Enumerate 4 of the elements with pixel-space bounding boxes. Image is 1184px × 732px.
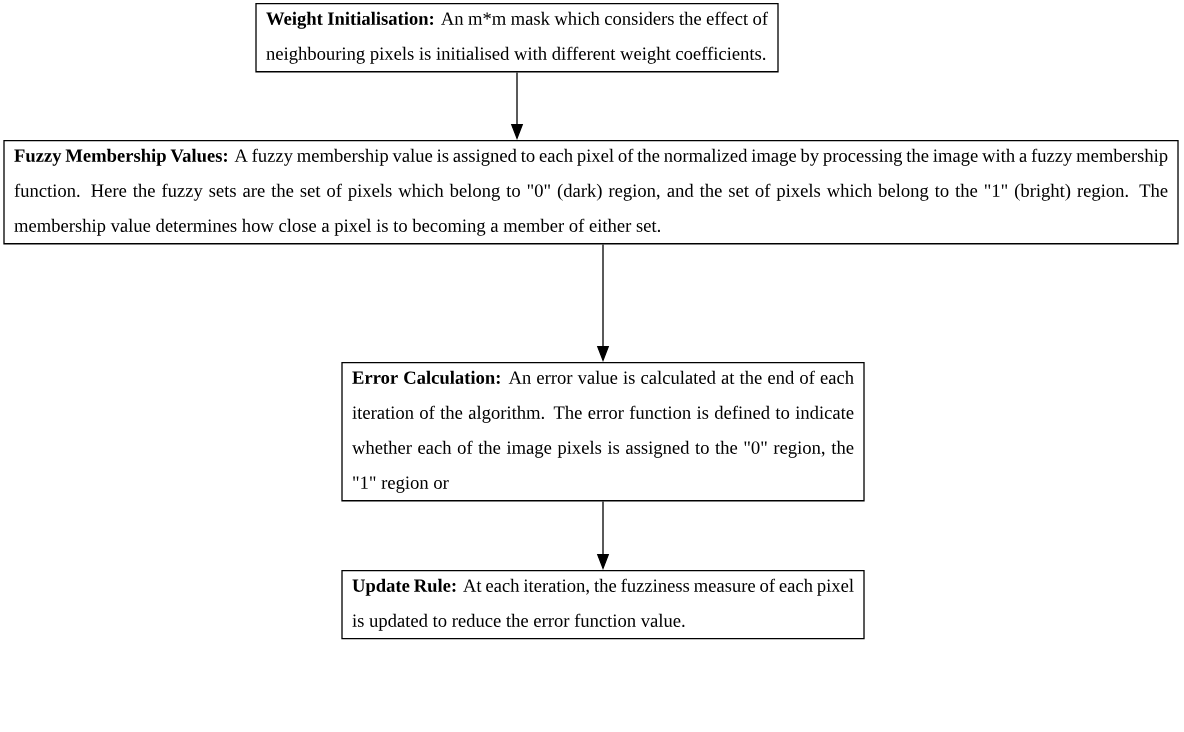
process-box: Update Rule: At each iteration, the fuzziness measure of each pixel is updated to reduce the error function value. — [341, 570, 865, 640]
process-box: Weight Initialisation: An m*m mask which considers the effect of neighbouring pixels is initialised with different weight coefficients. — [255, 3, 779, 73]
process-box: Error Calculation: An error value is calculated at the end of each iteration of the algorithm. The error function is defined to indicate whether each of the image pixels is assigned to the "0" region, the "1" region or — [341, 362, 865, 502]
process-box: Fuzzy Membership Values: A fuzzy membership value is assigned to each pixel of the normalized image by processing the image with a fuzzy membership function. Here the fuzzy sets are the set of pixels which belong to "0" (dark) region, and the set of pixels which belong to the "1" (bright) region. The membership value determines how close a pixel is to becoming a member of either set. — [3, 140, 1179, 245]
